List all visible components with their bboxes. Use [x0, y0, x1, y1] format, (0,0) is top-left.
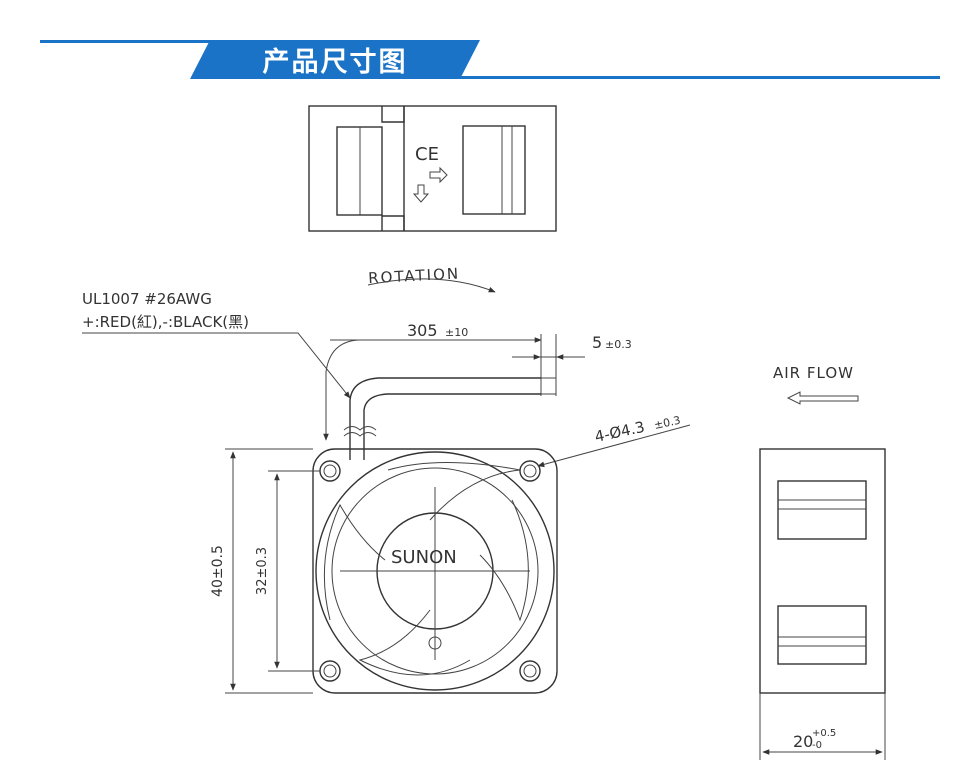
wire-spec-line1: UL1007 #26AWG	[82, 290, 212, 308]
wire-length-tolerance: ±10	[445, 326, 468, 339]
depth-value: 20	[793, 732, 813, 751]
side-view	[759, 448, 886, 694]
depth-tolerance-upper: +0.5	[812, 728, 836, 739]
lead-wires: 305 ±10 5 ±0.3	[323, 321, 632, 460]
front-view: SUNON	[312, 448, 558, 694]
rotation-indicator: ROTATION	[367, 264, 496, 293]
side-view-lower-slot	[777, 605, 867, 665]
strip-length-value: 5	[592, 333, 602, 352]
depth-tolerance-lower: -0	[812, 740, 822, 751]
wire-spec-line2: +:RED(紅),-:BLACK(黑)	[82, 313, 249, 331]
depth-dimension: 20 +0.5 -0	[759, 693, 886, 760]
wire-length-extension	[325, 339, 541, 440]
air-flow-indicator: AIR FLOW	[773, 364, 859, 405]
top-view-right-housing	[462, 125, 526, 215]
arrow-right-icon	[429, 166, 448, 184]
air-flow-label: AIR FLOW	[773, 364, 854, 382]
air-flow-arrow-icon	[786, 391, 859, 405]
header-rule-right	[460, 76, 940, 79]
hole-spec-tolerance: ±0.3	[653, 414, 682, 432]
black-wire	[363, 393, 541, 460]
side-view-outline	[759, 448, 886, 694]
arrow-down-icon	[412, 184, 430, 203]
frame-size-dimension: 40±0.5	[210, 448, 313, 694]
fan-bore	[315, 451, 555, 691]
red-wire	[349, 377, 541, 460]
header-rule-left	[40, 40, 210, 43]
brand-label: SUNON	[391, 547, 457, 568]
rotation-label: ROTATION	[368, 264, 461, 287]
wire-spec: UL1007 #26AWG +:RED(紅),-:BLACK(黑)	[82, 290, 351, 399]
side-view-upper-slot	[777, 480, 867, 540]
wire-spec-leader	[82, 332, 351, 399]
top-view: CE	[308, 105, 557, 232]
frame-size-value: 40±0.5	[210, 545, 226, 597]
fan-frame	[312, 448, 558, 694]
mount-hole-bottom-left	[319, 660, 341, 682]
hole-pitch-value: 32±0.3	[255, 547, 270, 595]
hole-spec-value: 4-Ø4.3	[593, 418, 646, 446]
hole-pitch-dimension: 32±0.3	[255, 470, 320, 672]
mount-hole-bottom-right	[519, 660, 541, 682]
hole-spec-leader	[537, 424, 691, 468]
header-banner: 产品尺寸图	[190, 40, 480, 79]
mount-hole-top-right	[519, 460, 541, 482]
mount-hole-top-left	[319, 460, 341, 482]
fan-blades	[323, 462, 529, 676]
strip-length-tolerance: ±0.3	[605, 338, 632, 351]
ce-mark: CE	[415, 144, 439, 165]
top-view-outline	[308, 105, 557, 232]
section-header: 产品尺寸图	[0, 0, 980, 100]
wire-length-value: 305	[407, 321, 438, 340]
rotation-arrow-icon	[367, 278, 496, 293]
section-title: 产品尺寸图	[262, 47, 408, 78]
hole-spec: 4-Ø4.3 ±0.3	[537, 414, 691, 468]
